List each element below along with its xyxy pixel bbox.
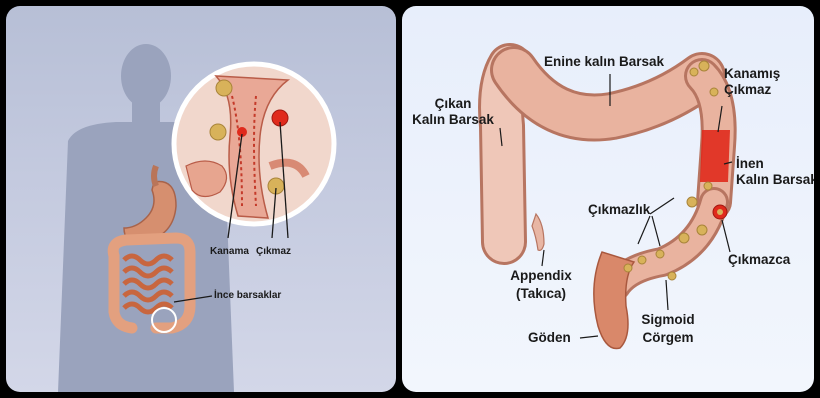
bleeding-section <box>700 130 730 182</box>
label-bleeding-diverticulum-1: Kanamış <box>724 66 780 81</box>
label-diverticulum: Çıkmazca <box>728 252 790 267</box>
magnified-view <box>174 64 334 224</box>
label-descending-colon-2: Kalın Barsak <box>736 172 814 187</box>
esophagus <box>154 166 156 186</box>
right-panel: Enine kalın Barsak Kanamış Çıkmaz Çıkan … <box>402 6 814 392</box>
label-ascending-colon-2: Kalın Barsak <box>408 112 498 127</box>
label-diverticulum: Çıkmaz <box>256 246 291 257</box>
appendix <box>532 214 544 250</box>
label-appendix-2: (Takıca) <box>496 286 586 301</box>
label-diverticulosis: Çıkmazlık <box>588 202 650 217</box>
label-bleeding: Kanama <box>210 246 249 257</box>
label-transverse-colon: Enine kalın Barsak <box>544 54 664 69</box>
label-bleeding-diverticulum-2: Çıkmaz <box>724 82 771 97</box>
label-small-intestine: İnce barsaklar <box>214 290 281 301</box>
label-appendix-1: Appendix <box>496 268 586 283</box>
left-panel: Kanama Çıkmaz İnce barsaklar <box>6 6 396 392</box>
label-descending-colon-1: İnen <box>736 156 764 171</box>
body-illustration <box>6 6 396 392</box>
label-ascending-colon-1: Çıkan <box>408 96 498 111</box>
label-rectum: Göden <box>528 330 571 345</box>
label-sigmoid-2: Cörgem <box>628 330 708 345</box>
label-sigmoid-1: Sigmoid <box>628 312 708 327</box>
